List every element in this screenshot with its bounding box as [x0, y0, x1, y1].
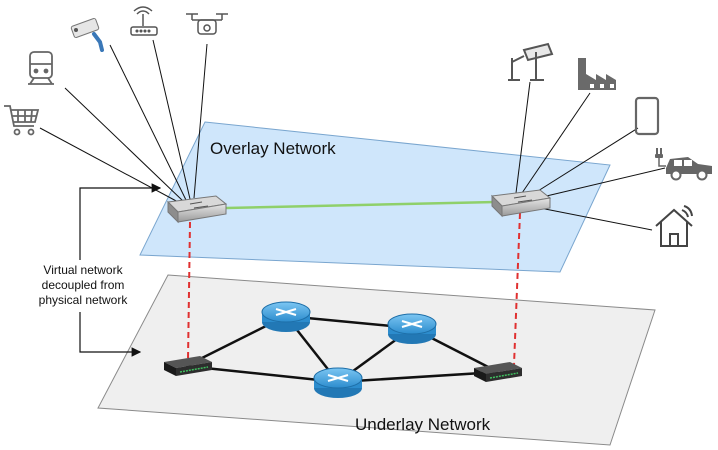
annotation-line-2: decoupled from — [42, 278, 125, 292]
underlay-label: Underlay Network — [355, 415, 491, 434]
annotation-arrows — [79, 183, 162, 357]
security-camera-icon — [70, 17, 104, 52]
shopping-cart-icon — [4, 105, 40, 136]
electric-car-icon — [655, 148, 712, 181]
overlay-virtual-link — [225, 200, 497, 210]
overlay-plane — [139, 121, 611, 273]
mapping-lines — [187, 212, 521, 366]
factory-icon — [578, 58, 616, 90]
right-device-connections — [515, 81, 666, 231]
virtual-switch-right — [490, 189, 552, 218]
annotation-line-1: Virtual network — [43, 263, 123, 277]
smart-home-icon — [655, 205, 693, 247]
router-top-right — [387, 313, 437, 344]
drone-icon — [186, 13, 228, 35]
switch-left — [164, 356, 212, 376]
annotation: Virtual network decoupled from physical … — [28, 260, 138, 312]
router-top-left — [261, 301, 311, 332]
virtual-switch-left — [166, 195, 228, 224]
annotation-line-3: physical network — [39, 293, 129, 307]
wifi-router-icon — [130, 6, 158, 36]
train-icon — [28, 51, 54, 85]
oil-pump-icon — [508, 42, 554, 81]
switch-right — [474, 362, 522, 382]
overlay-label: Overlay Network — [210, 139, 336, 158]
smartphone-icon — [634, 96, 660, 136]
router-bottom — [313, 367, 363, 398]
